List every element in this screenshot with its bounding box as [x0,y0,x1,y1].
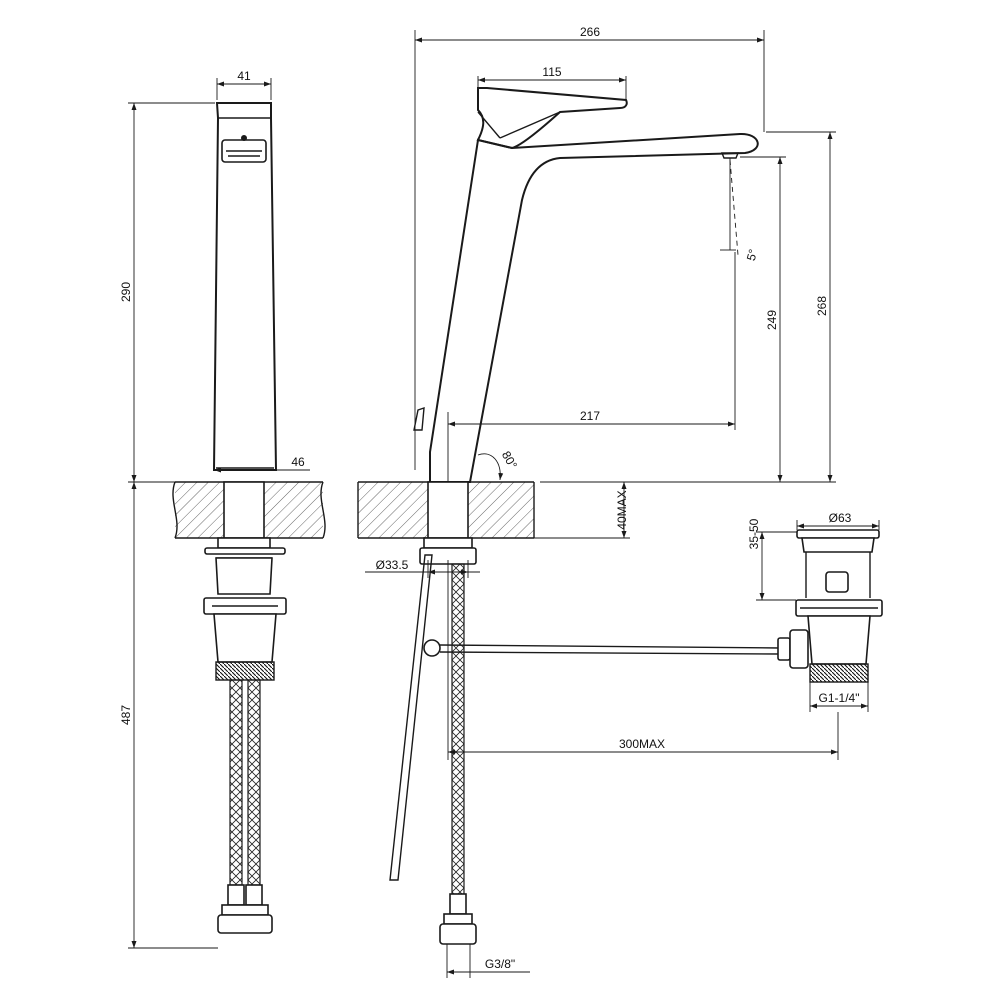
label-5deg: 5° [744,247,761,262]
label-249: 249 [765,310,779,330]
popup-rod-vertical [389,554,433,881]
label-shank-diameter: Ø33.5 [376,558,409,572]
label-40max: 40MAX [615,490,629,529]
label-80deg: 80° [499,449,520,472]
front-view: 41 46 290 487 [119,69,326,949]
label-290: 290 [119,282,133,302]
label-217: 217 [580,409,600,423]
dim-40max: 40MAX [534,482,630,539]
label-268: 268 [815,296,829,316]
side-lever [476,87,628,150]
dim-300max: 300MAX [447,560,839,760]
label-waste-thread: G1-1/4" [819,691,860,705]
label-41: 41 [237,69,251,83]
dim-80deg: 80° [477,449,520,481]
front-shank [223,481,265,539]
popup-knob [423,639,441,657]
dim-hose-thread: G3/8" [446,944,530,978]
waste-assembly [777,529,883,683]
label-waste-diameter: Ø63 [829,511,852,525]
side-hose [451,563,465,895]
dim-41: 41 [216,69,272,100]
label-266: 266 [580,25,600,39]
dim-249: 249 [540,156,836,483]
label-487: 487 [119,705,133,725]
label-46: 46 [291,455,305,469]
label-115: 115 [542,65,561,79]
label-hose-thread: G3/8" [485,957,515,971]
front-aerator [221,135,267,163]
side-faucet-body [429,132,759,483]
label-waste-height: 35-50 [747,518,761,549]
dim-487: 487 [119,482,218,949]
dim-115: 115 [477,65,627,100]
dim-290: 290 [119,102,215,483]
dim-waste-diameter: Ø63 [796,511,880,530]
dim-266: 266 [414,25,765,470]
popup-rod-horizontal [439,644,781,655]
label-300max: 300MAX [619,737,665,751]
dim-217: 217 [447,252,736,482]
side-view: 5° [357,25,883,978]
side-shank [427,481,469,539]
dim-waste-height: 35-50 [747,518,797,601]
dim-46: 46 [214,455,310,473]
front-hose-right [247,679,261,886]
dim-268: 268 [766,131,836,482]
dim-waste-thread: G1-1/4" [809,682,869,712]
front-hose-left [229,679,243,886]
